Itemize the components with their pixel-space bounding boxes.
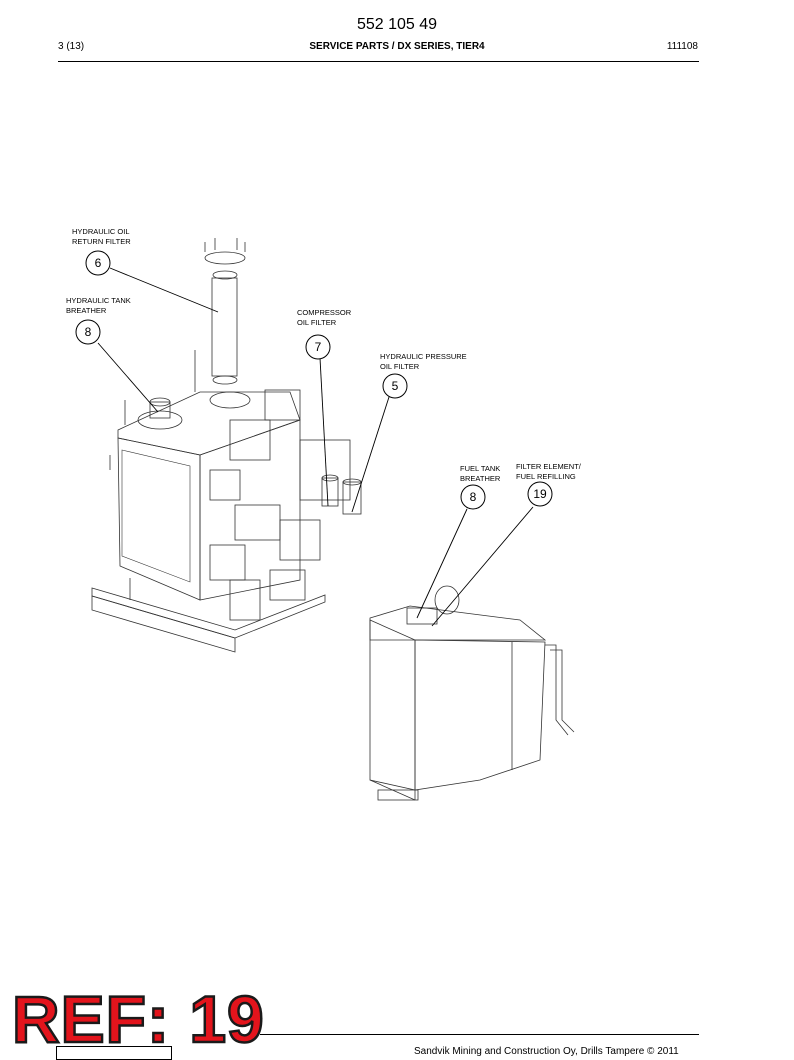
callout-circle	[527, 481, 553, 507]
footer-divider	[260, 1034, 699, 1035]
callout-circle	[460, 484, 486, 510]
footer-copyright: Sandvik Mining and Construction Oy, Dril…	[414, 1046, 679, 1057]
callout-number-7: 7	[315, 340, 322, 354]
header-divider	[58, 61, 699, 62]
document-number: 552 105 49	[356, 16, 438, 33]
callout-circle	[75, 319, 101, 345]
callout-label-filter-element-fuel-refilling: FILTER ELEMENT/FUEL REFILLING	[516, 462, 581, 481]
callout-number-19: 19	[533, 487, 547, 501]
leader-line	[97, 342, 159, 413]
company-logo	[56, 1046, 172, 1060]
document-date: 111108	[666, 41, 698, 52]
callout-number-5: 5	[392, 379, 399, 393]
leader-line	[416, 508, 468, 619]
leader-line	[431, 506, 534, 627]
callout-circle	[305, 334, 331, 360]
callout-number-6: 6	[95, 256, 102, 270]
callout-circles	[75, 250, 553, 510]
page-title: SERVICE PARTS / DX SERIES, TIER4	[309, 41, 485, 52]
leader-line	[319, 357, 329, 507]
callout-number-8: 8	[470, 490, 477, 504]
fuel-tank-drawing	[369, 585, 575, 801]
leader-line	[109, 267, 219, 313]
hydraulic-tank-assembly-drawing	[91, 238, 362, 653]
leader-line	[351, 396, 390, 513]
page-number: 3 (13)	[58, 41, 85, 52]
callout-leaders	[97, 267, 534, 627]
callout-number-8: 8	[85, 325, 92, 339]
callout-circle	[85, 250, 111, 276]
callout-circle	[382, 373, 408, 399]
reference-stamp: REF: 19	[11, 982, 265, 1056]
